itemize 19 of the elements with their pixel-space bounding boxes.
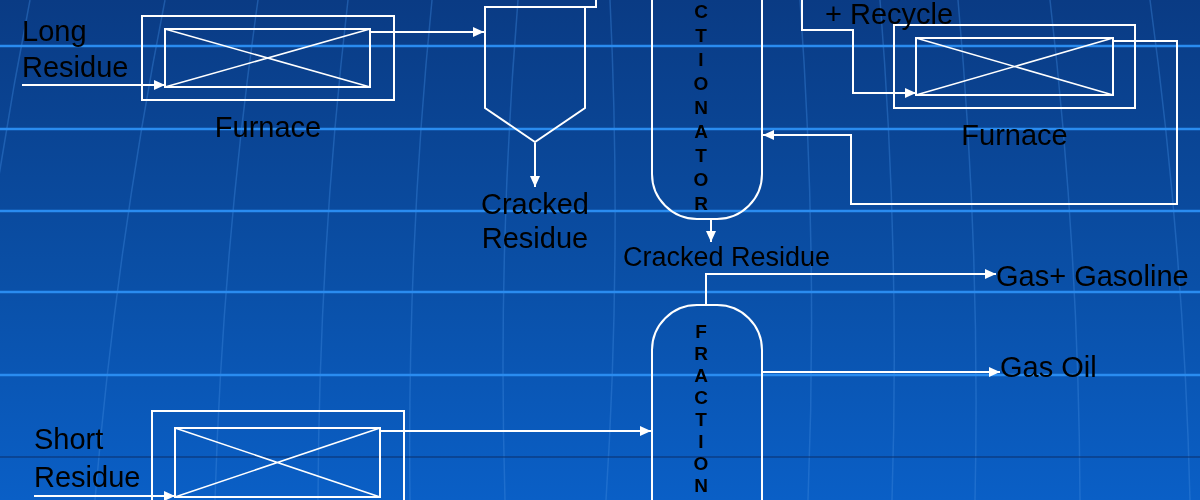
stream-label: Gas Oil — [1000, 350, 1097, 384]
flow-arrow — [21, 80, 166, 90]
stream-label: Long Residue — [22, 13, 129, 85]
flow-arrow — [530, 142, 540, 188]
flow-arrow — [369, 27, 485, 37]
stream-label: Cracked Residue — [481, 187, 589, 255]
column-label: FRACTION — [693, 321, 709, 497]
flow-arrow — [762, 40, 1178, 205]
flow-arrow — [801, 0, 917, 98]
stream-label: Cracked Residue — [623, 242, 831, 272]
stream-label: Short Residue — [34, 420, 141, 496]
stream-label: + Recycle — [825, 0, 954, 28]
flow-arrow — [762, 367, 1001, 377]
flow-arrow — [705, 269, 997, 305]
flow-arrow — [379, 426, 652, 436]
flow-line — [585, 0, 597, 8]
flow-arrow — [33, 491, 176, 500]
flow-arrow — [706, 219, 716, 243]
stream-label: Gas+ Gasoline — [996, 259, 1189, 293]
